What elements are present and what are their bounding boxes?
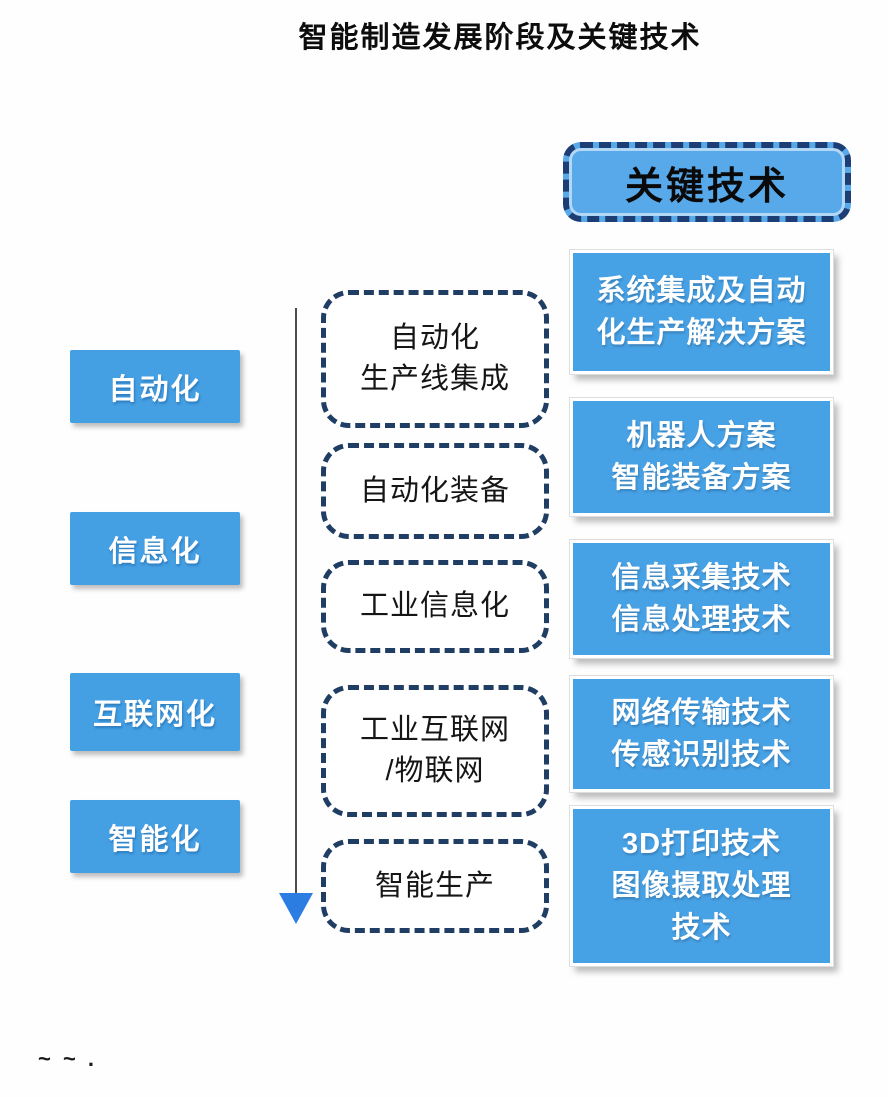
stage-box-automation: 自动化: [70, 350, 240, 423]
key-tech-header-label: 关键技术: [624, 165, 789, 208]
tech-label: 3D打印技术 图像摄取处理 技术: [611, 827, 792, 945]
stage-box-intelligentization: 智能化: [70, 800, 240, 873]
tech-box-network-transmission: 网络传输技术 传感识别技术: [570, 676, 833, 792]
tech-label: 信息采集技术 信息处理技术: [611, 561, 792, 636]
process-label: 自动化装备: [359, 474, 510, 507]
key-tech-header-box: 关键技术: [563, 142, 851, 222]
tech-label: 机器人方案 智能装备方案: [611, 419, 792, 494]
stage-label: 信息化: [108, 535, 202, 568]
process-label: 工业互联网 /物联网: [359, 714, 510, 787]
tech-label: 网络传输技术 传感识别技术: [611, 696, 792, 771]
tech-box-robot-solutions: 机器人方案 智能装备方案: [570, 398, 833, 516]
process-box-automation-equipment: 自动化装备: [321, 443, 549, 539]
scan-artifact-marks: ~ ~ .: [38, 1046, 98, 1071]
process-box-production-line-integration: 自动化 生产线集成: [321, 290, 549, 428]
process-label: 自动化 生产线集成: [359, 322, 510, 395]
stage-label: 智能化: [108, 823, 202, 856]
timeline-arrow-down-icon: [279, 893, 313, 924]
process-box-industrial-internet-iot: 工业互联网 /物联网: [321, 685, 549, 817]
tech-box-system-integration: 系统集成及自动 化生产解决方案: [570, 250, 833, 374]
stage-label: 自动化: [108, 373, 202, 406]
tech-box-3d-printing-imaging: 3D打印技术 图像摄取处理 技术: [570, 806, 833, 966]
tech-label: 系统集成及自动 化生产解决方案: [596, 274, 807, 349]
tech-box-information-collection: 信息采集技术 信息处理技术: [570, 540, 833, 658]
stage-label: 互联网化: [92, 699, 217, 731]
process-box-industrial-informatization: 工业信息化: [321, 560, 549, 653]
process-label: 智能生产: [374, 869, 495, 902]
process-box-intelligent-production: 智能生产: [321, 839, 549, 933]
stage-box-internetization: 互联网化: [70, 673, 240, 751]
process-label: 工业信息化: [359, 590, 510, 623]
diagram-title: 智能制造发展阶段及关键技术: [298, 22, 702, 54]
timeline-arrow-line: [295, 308, 297, 894]
stage-box-informatization: 信息化: [70, 512, 240, 585]
